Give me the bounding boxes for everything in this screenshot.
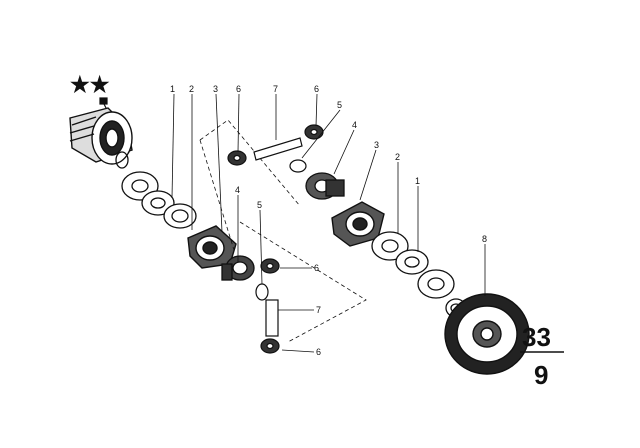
upper-washer (289, 159, 307, 173)
left-washer-2 (141, 190, 175, 216)
right-washer-2 (395, 249, 429, 275)
exploded-guide-lines (199, 119, 367, 343)
callout-label: 8 (482, 234, 487, 244)
callout-label: 1 (415, 176, 420, 186)
reference-number-bottom: 9 (534, 360, 548, 390)
differential-cover-part (69, 107, 133, 165)
callout-label: 6 (316, 347, 321, 357)
callout-label: 4 (352, 120, 357, 130)
left-washer-3 (163, 203, 197, 229)
right-washer-3 (417, 269, 455, 299)
callout-leaders (171, 93, 486, 353)
callout-label: 2 (395, 152, 400, 162)
star-marks: ★★ (70, 72, 110, 97)
right-spider-housing-part (331, 201, 385, 247)
callout-label: 7 (273, 84, 278, 94)
callout-label: 5 (257, 200, 262, 210)
crown-wheel-flange-part (444, 293, 530, 375)
callout-label: 7 (316, 305, 321, 315)
callout-label: 2 (189, 84, 194, 94)
lower-pinion-gear-lower (260, 338, 280, 354)
left-side-gear-part (221, 255, 255, 281)
callout-label: 3 (213, 84, 218, 94)
reference-number-top: 33 (522, 322, 551, 352)
lower-washer (255, 283, 269, 301)
callout-label: 5 (337, 100, 342, 110)
callout-label: 6 (314, 263, 319, 273)
upper-pinion-gear-left (227, 150, 247, 166)
callout-label: 4 (235, 185, 240, 195)
callout-label: 1 (170, 84, 175, 94)
callout-label: 3 (374, 140, 379, 150)
lower-pinion-shaft (265, 299, 279, 337)
callout-label: 6 (236, 84, 241, 94)
upper-pinion-shaft (253, 137, 303, 161)
right-washer-1 (371, 231, 409, 261)
upper-pinion-gear-right (304, 124, 324, 140)
right-side-gear-part (305, 172, 345, 200)
callout-label: 6 (314, 84, 319, 94)
lower-pinion-gear-upper (260, 258, 280, 274)
small-ring-part (115, 151, 129, 169)
